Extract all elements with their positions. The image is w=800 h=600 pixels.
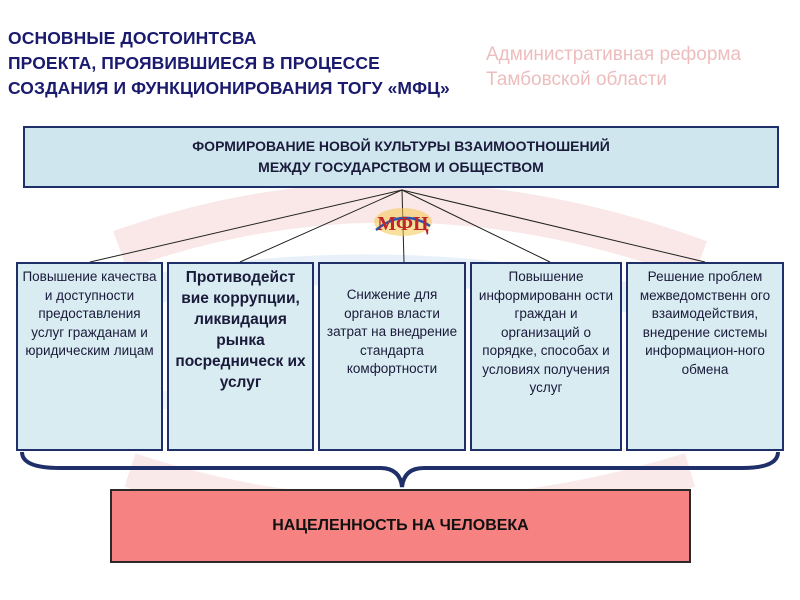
mfc-logo: МФЦ	[374, 208, 432, 236]
mfc-logo-text: МФЦ	[377, 213, 429, 235]
benefit-text-3: Снижение для органов власти затрат на вн…	[326, 287, 458, 376]
top-goal-line-1: ФОРМИРОВАНИЕ НОВОЙ КУЛЬТУРЫ ВЗАИМООТНОШЕ…	[192, 138, 610, 154]
benefit-card-5: Решение проблем межведомственн ого взаим…	[626, 262, 784, 451]
top-goal-line-2: МЕЖДУ ГОСУДАРСТВОМ И ОБЩЕСТВОМ	[258, 159, 544, 175]
benefit-card-3: Снижение для органов власти затрат на вн…	[318, 262, 466, 451]
benefit-card-4: Повышение информированн ости граждан и о…	[470, 262, 622, 451]
title-line-2: ПРОЕКТА, ПРОЯВИВШИЕСЯ В ПРОЦЕССЕ	[8, 53, 380, 73]
title-line-1: ОСНОВНЫЕ ДОСТОИНТСВА	[8, 28, 257, 48]
benefit-text-2: Противодейст вие коррупции, ликвидация р…	[175, 269, 306, 391]
watermark-line-2: Тамбовской области	[486, 69, 668, 90]
bottom-goal-box: НАЦЕЛЕННОСТЬ НА ЧЕЛОВЕКА	[110, 489, 691, 563]
connector-line-5	[401, 189, 706, 263]
title-line-3: СОЗДАНИЯ И ФУНКЦИОНИРОВАНИЯ ТОГУ «МФЦ»	[8, 78, 450, 98]
benefit-text-5: Решение проблем межведомственн ого взаим…	[639, 269, 771, 377]
connector-line-2	[239, 189, 403, 263]
connector-line-4	[401, 189, 551, 263]
bottom-goal-text: НАЦЕЛЕННОСТЬ НА ЧЕЛОВЕКА	[272, 517, 529, 534]
top-goal-box: ФОРМИРОВАНИЕ НОВОЙ КУЛЬТУРЫ ВЗАИМООТНОШЕ…	[23, 126, 779, 188]
bottom-brace	[20, 451, 780, 488]
benefit-text-4: Повышение информированн ости граждан и о…	[478, 269, 614, 395]
benefit-text-1: Повышение качества и доступности предост…	[22, 269, 157, 358]
watermark: Административная реформа Тамбовской обла…	[486, 42, 741, 92]
benefit-card-2: Противодейст вие коррупции, ликвидация р…	[167, 262, 314, 451]
watermark-line-1: Административная реформа	[486, 44, 742, 65]
page-title: ОСНОВНЫЕ ДОСТОИНТСВА ПРОЕКТА, ПРОЯВИВШИЕ…	[8, 26, 478, 101]
connector-line-1	[89, 189, 403, 263]
benefit-card-1: Повышение качества и доступности предост…	[16, 262, 163, 451]
